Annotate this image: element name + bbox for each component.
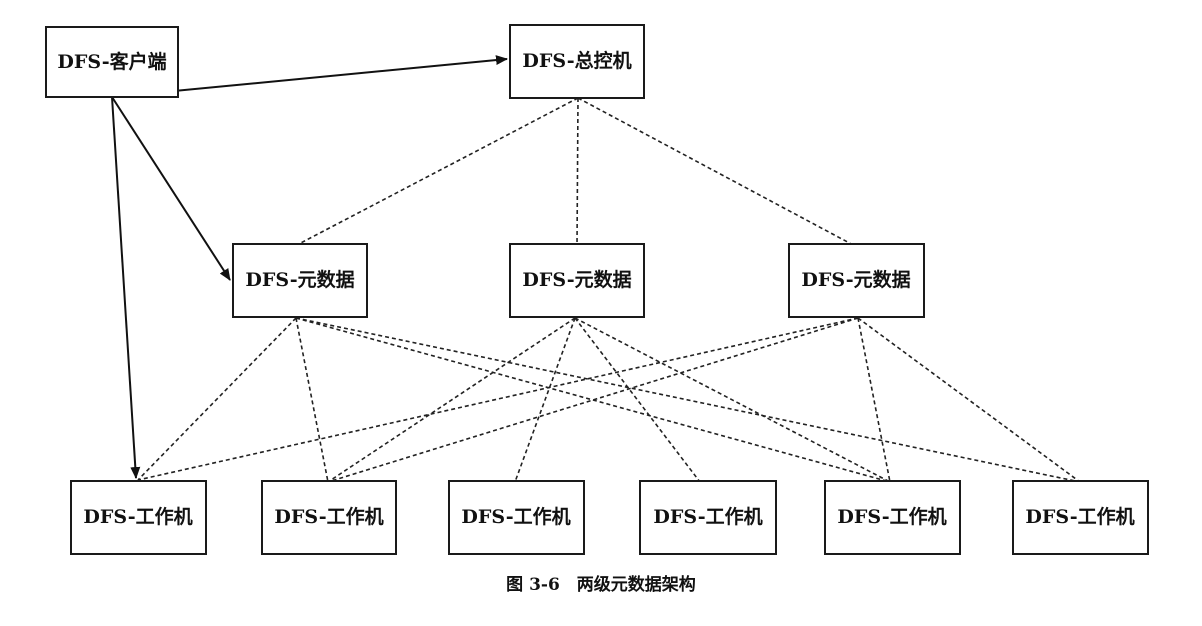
- edge-meta3-worker2: [327, 317, 859, 483]
- worker-node-5: DFS-工作机: [824, 480, 961, 555]
- edge-meta3-worker1: [137, 317, 859, 481]
- metadata-node-1: DFS-元数据: [232, 243, 368, 318]
- client-node: DFS-客户端: [45, 26, 179, 98]
- arrow-client-worker1: [111, 96, 141, 479]
- worker-node-6: DFS-工作机: [1012, 480, 1149, 555]
- edge-meta1-worker1: [137, 317, 297, 481]
- worker-node-label: DFS-工作机: [274, 505, 383, 528]
- edge-meta2-worker3: [514, 317, 576, 483]
- worker-node-label: DFS-工作机: [1025, 505, 1134, 528]
- edge-master-meta-1: [294, 97, 579, 247]
- worker-node-1: DFS-工作机: [70, 480, 207, 555]
- worker-node-label: DFS-工作机: [837, 505, 946, 528]
- worker-node-label: DFS-工作机: [653, 505, 762, 528]
- metadata-node-label: DFS-元数据: [522, 268, 631, 291]
- figure-caption: 图 3-6 两级元数据架构: [506, 575, 696, 595]
- edge-master-meta-2: [576, 97, 579, 247]
- worker-node-2: DFS-工作机: [261, 480, 397, 555]
- edge-meta1-worker6: [295, 317, 1081, 483]
- worker-node-label: DFS-工作机: [461, 505, 570, 528]
- metadata-node-label: DFS-元数据: [245, 268, 354, 291]
- arrow-client-meta1: [111, 96, 231, 281]
- edge-meta2-worker4: [574, 317, 701, 483]
- worker-node-4: DFS-工作机: [639, 480, 777, 555]
- master-node-label: DFS-总控机: [522, 49, 631, 72]
- edge-meta1-worker5: [295, 317, 891, 483]
- edge-meta2-worker2: [327, 317, 576, 483]
- worker-node-label: DFS-工作机: [83, 505, 192, 528]
- client-node-label: DFS-客户端: [57, 50, 166, 73]
- metadata-node-3: DFS-元数据: [788, 243, 925, 318]
- metadata-node-label: DFS-元数据: [801, 268, 910, 291]
- master-node: DFS-总控机: [509, 24, 645, 99]
- edge-meta2-worker5: [574, 317, 891, 483]
- edge-meta3-worker5: [857, 317, 891, 483]
- edge-master-meta-3: [577, 97, 856, 247]
- worker-node-3: DFS-工作机: [448, 480, 585, 555]
- edge-meta3-worker6: [857, 317, 1081, 483]
- edge-meta1-worker2: [295, 317, 329, 483]
- metadata-node-2: DFS-元数据: [509, 243, 645, 318]
